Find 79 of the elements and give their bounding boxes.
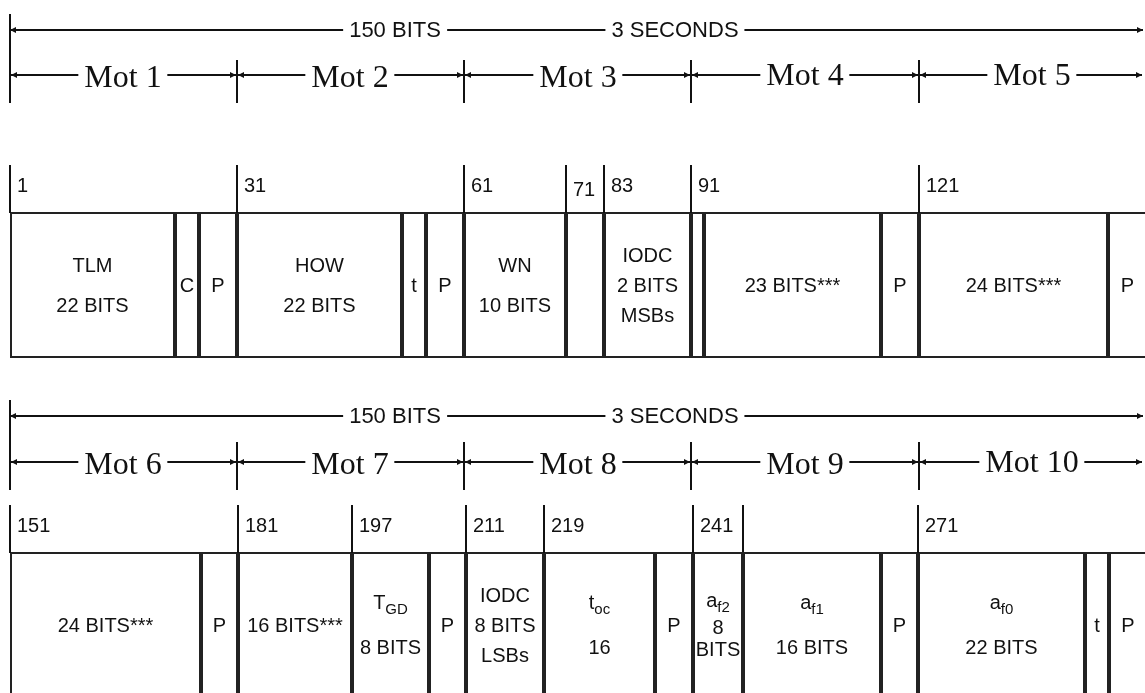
bit-field	[426, 212, 464, 358]
field-label: a$_{f0}$	[989, 591, 1014, 618]
bit-field	[238, 552, 352, 693]
field-label: P	[893, 274, 907, 296]
bit-field	[464, 212, 566, 358]
bit-field	[918, 552, 1085, 693]
bit-field	[655, 552, 693, 693]
bit-field	[881, 552, 918, 693]
bit-field	[466, 552, 544, 693]
bit-field	[402, 212, 426, 358]
field-label: IODC	[622, 244, 673, 266]
field-label: C	[179, 274, 195, 296]
bit-field	[743, 552, 881, 693]
bit-number: 1	[9, 165, 29, 213]
bit-field	[352, 552, 429, 693]
bit-field	[919, 212, 1108, 358]
field-label: 16 BITS***	[247, 613, 343, 636]
bit-field	[544, 552, 655, 693]
field-label: MSBs	[620, 304, 675, 326]
empty-bit-field	[566, 212, 604, 358]
bit-number: 181	[237, 505, 279, 553]
bit-number: 197	[351, 505, 393, 553]
field-label: HOW	[295, 254, 344, 276]
field-label: TLM	[72, 254, 113, 276]
field-label: 24 BITS***	[57, 613, 154, 636]
bit-number: 219	[543, 505, 585, 553]
bit-number: 271	[917, 505, 959, 553]
bit-number: 241	[692, 505, 734, 553]
field-label: P	[440, 613, 455, 636]
field-label: 8 BITS	[359, 635, 422, 658]
bit-number: 61	[463, 165, 494, 213]
bit-field	[199, 212, 237, 358]
field-label: 2 BITS	[616, 274, 679, 296]
bit-field	[1108, 212, 1145, 358]
field-label: 10 BITS	[478, 294, 552, 316]
bit-number: 211	[465, 505, 505, 553]
bit-number: 121	[918, 165, 960, 213]
bit-field	[1109, 552, 1145, 693]
field-label: 22 BITS	[283, 294, 356, 316]
field-label: LSBs	[481, 643, 529, 666]
bit-field	[237, 212, 402, 358]
field-label: P	[1120, 274, 1135, 296]
field-label: a$_{f2}$	[706, 589, 730, 616]
field-label: t	[1094, 613, 1100, 636]
field-label: 8 BITS	[695, 615, 741, 660]
field-label: 16	[588, 635, 611, 658]
bit-field	[175, 212, 199, 358]
bit-field	[704, 212, 881, 358]
bit-field	[881, 212, 919, 358]
field-label: P	[667, 613, 681, 636]
field-label: P	[438, 274, 452, 296]
bit-field	[429, 552, 466, 693]
bit-field	[1085, 552, 1109, 693]
field-label: 22 BITS	[965, 635, 1038, 658]
bit-number: 151	[9, 505, 51, 553]
field-label: t	[411, 274, 417, 296]
bit-field	[693, 552, 743, 693]
bit-number: 71	[565, 165, 596, 213]
field-label: T$_{GD}$	[373, 591, 408, 618]
field-label: P	[892, 613, 907, 636]
bit-field	[604, 212, 691, 358]
field-label: WN	[498, 254, 532, 276]
field-label: P	[211, 274, 225, 296]
field-label: P	[212, 613, 227, 636]
bit-field	[10, 552, 201, 693]
bit-number: 31	[236, 165, 267, 213]
field-label: 8 BITS	[474, 613, 536, 636]
field-label: t$_{oc}$	[588, 591, 611, 618]
field-label: P	[1121, 613, 1135, 636]
field-label: 23 BITS***	[744, 274, 841, 296]
bit-number: 83	[603, 165, 634, 213]
bit-field	[10, 212, 175, 358]
field-label: 24 BITS***	[965, 274, 1062, 296]
field-label: IODC	[480, 583, 530, 606]
bit-field	[201, 552, 238, 693]
field-label: a$_{f1}$	[800, 591, 824, 618]
field-label: 22 BITS	[56, 294, 129, 316]
empty-bit-field	[691, 212, 704, 358]
field-label: 16 BITS	[775, 635, 849, 658]
